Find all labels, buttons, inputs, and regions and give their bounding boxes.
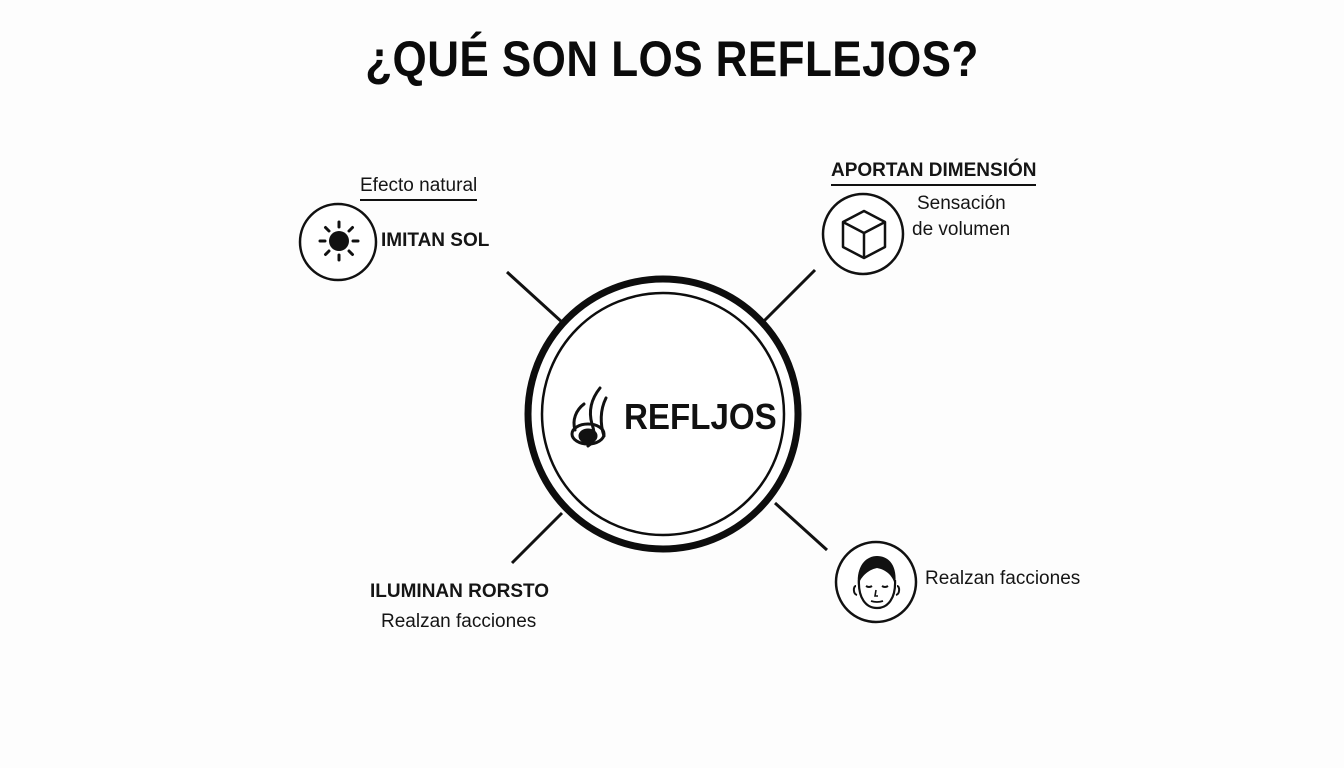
bottom-right-caption: Realzan facciones [925, 568, 1081, 589]
top-right-caption-line2: de volumen [912, 219, 1011, 240]
bottom-left-label: ILUMINAN RORSTO [370, 581, 550, 602]
top-left-label: IMITAN SOL [381, 230, 490, 251]
top-right-label: APORTAN DIMENSIÓN [831, 160, 1037, 186]
center-node [524, 275, 802, 553]
connector-top-right [761, 268, 817, 324]
node-bottom-right [834, 540, 918, 624]
page-title: ¿QUÉ SON LOS REFLEJOS? [365, 31, 979, 87]
connector-bottom-left [510, 511, 564, 565]
top-left-caption: Efecto natural [360, 175, 478, 201]
face-icon [852, 556, 901, 610]
center-label: REFLJOS [624, 396, 777, 437]
connector-bottom-right [773, 501, 829, 552]
top-right-caption-line1: Sensación [917, 193, 1006, 214]
bottom-left-caption: Realzan facciones [381, 611, 537, 632]
connector-top-left [505, 270, 565, 325]
hair-strand-icon [570, 386, 608, 448]
cube-icon [841, 209, 887, 260]
sun-icon [318, 220, 360, 262]
